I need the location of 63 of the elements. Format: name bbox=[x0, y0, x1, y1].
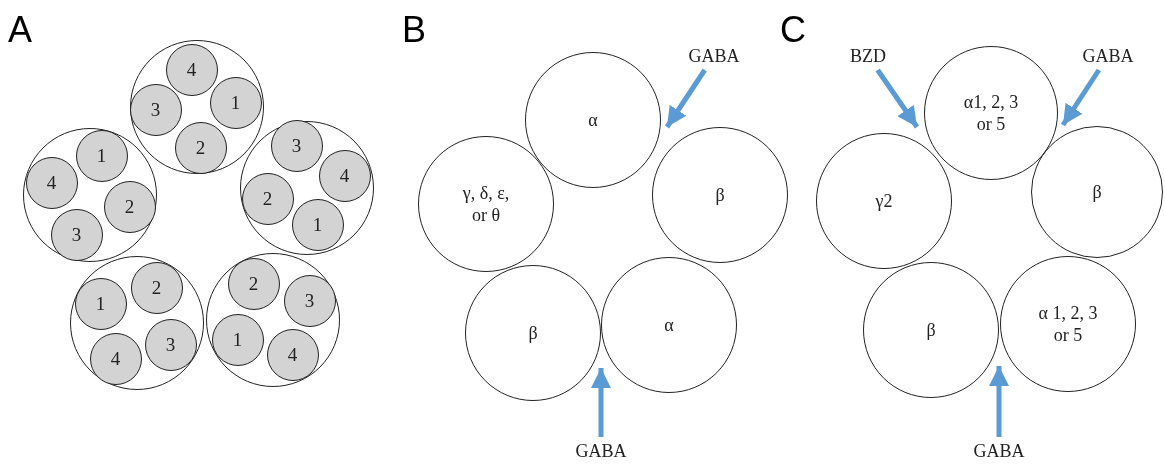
subunit-label: 4 bbox=[287, 342, 298, 367]
subunit-circle bbox=[283, 274, 336, 327]
ligand-label: GABA bbox=[1077, 42, 1139, 70]
subunit-label: α1, 2, 3 or 5 bbox=[962, 90, 1020, 136]
subunit-label: 3 bbox=[150, 97, 161, 122]
subunit-circle bbox=[209, 76, 262, 129]
subunit-label: 2 bbox=[262, 186, 273, 211]
subunit-label: 1 bbox=[95, 291, 106, 316]
subunit-circle bbox=[211, 313, 264, 366]
subunit-circle bbox=[165, 43, 218, 96]
subunit-circle bbox=[174, 121, 227, 174]
subunit-label: β bbox=[1092, 180, 1102, 204]
subunit-label: α 1, 2, 3 or 5 bbox=[1037, 301, 1099, 347]
subunit-circle bbox=[75, 129, 128, 182]
ligand-label: BZD bbox=[838, 42, 898, 70]
subunit-circle bbox=[129, 83, 182, 136]
ligand-label: GABA bbox=[968, 437, 1030, 465]
subunit-label: 2 bbox=[124, 194, 135, 219]
ligand-label: GABA bbox=[683, 42, 745, 70]
panel-letter: C bbox=[780, 12, 806, 48]
subunit-circle bbox=[50, 208, 103, 261]
subunit-circle bbox=[103, 180, 156, 233]
ligand-label: GABA bbox=[570, 437, 632, 465]
subunit-label: 2 bbox=[195, 135, 206, 160]
subunit-label: 3 bbox=[291, 133, 302, 158]
subunit-label: α bbox=[664, 313, 674, 337]
subunit-circle bbox=[130, 261, 183, 314]
subunit-label: γ2 bbox=[875, 189, 893, 213]
subunit-circle bbox=[144, 318, 197, 371]
subunit-circle bbox=[74, 277, 127, 330]
subunit-label: 1 bbox=[230, 90, 241, 115]
subunit-circle bbox=[291, 198, 344, 251]
subunit-circle bbox=[241, 172, 294, 225]
subunit-circle bbox=[25, 156, 78, 209]
subunit-circle bbox=[270, 119, 323, 172]
arrow bbox=[989, 366, 1009, 437]
arrow bbox=[664, 68, 707, 129]
subunit-circle bbox=[266, 328, 319, 381]
subunit-circle bbox=[227, 257, 280, 310]
arrow bbox=[591, 368, 611, 437]
subunit-label: 2 bbox=[248, 271, 259, 296]
subunit-label: α bbox=[588, 108, 598, 132]
subunit-label: 2 bbox=[151, 275, 162, 300]
subunit-label: 4 bbox=[339, 163, 350, 188]
panel-letter: B bbox=[402, 12, 426, 48]
subunit-label: 3 bbox=[71, 222, 82, 247]
subunit-label: β bbox=[926, 318, 936, 342]
subunit-label: β bbox=[528, 321, 538, 345]
subunit-label: γ, δ, ε, or θ bbox=[461, 181, 511, 227]
arrow bbox=[1060, 68, 1101, 127]
subunit-circle bbox=[89, 332, 142, 385]
subunit-label: 1 bbox=[96, 143, 107, 168]
subunit-label: 1 bbox=[312, 212, 323, 237]
subunit-label: 1 bbox=[232, 327, 243, 352]
subunit-circle bbox=[318, 149, 371, 202]
subunit-label: 4 bbox=[110, 346, 121, 371]
subunit-label: β bbox=[715, 183, 725, 207]
arrow bbox=[875, 68, 920, 129]
subunit-label: 4 bbox=[46, 170, 57, 195]
panel-letter: A bbox=[8, 12, 32, 48]
subunit-label: 3 bbox=[165, 332, 176, 357]
subunit-label: 4 bbox=[186, 57, 197, 82]
subunit-label: 3 bbox=[304, 288, 315, 313]
